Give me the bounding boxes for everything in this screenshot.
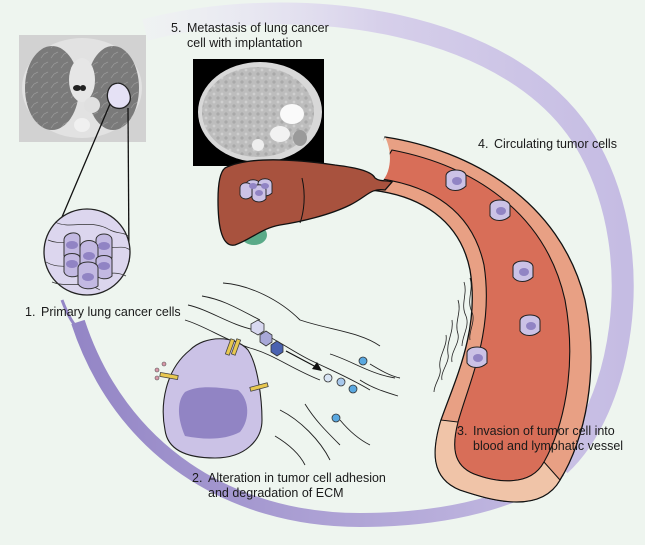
proteolytic-molecules xyxy=(250,319,368,423)
cycle-arrow-upper xyxy=(142,2,634,474)
circulating-tumor-cells xyxy=(445,169,541,368)
diffusion-arrow xyxy=(285,350,322,371)
lung-tumor xyxy=(106,82,131,110)
adhesion-receptors xyxy=(159,338,269,392)
step-2-label: 2.Alteration in tumor cell adhesion and … xyxy=(192,471,386,500)
invading-tumor-cell xyxy=(466,346,488,368)
liver-metastasis-cells xyxy=(239,178,273,203)
tumor-cell-adhesion xyxy=(154,338,269,459)
liver xyxy=(217,159,394,246)
blood-vessel xyxy=(369,136,592,503)
primary-tumor-magnified xyxy=(43,208,131,296)
step-1-label: 1.Primary lung cancer cells xyxy=(25,305,181,319)
step-4-label: 4.Circulating tumor cells xyxy=(478,137,617,151)
lung-ct-image xyxy=(19,35,146,142)
invasion-fibers xyxy=(433,277,474,393)
step-5-label: 5.Metastasis of lung cancer cell with im… xyxy=(171,21,329,50)
liver-ct-image xyxy=(193,59,324,166)
step-3-label: 3.Invasion of tumor cell into blood and … xyxy=(457,424,624,453)
